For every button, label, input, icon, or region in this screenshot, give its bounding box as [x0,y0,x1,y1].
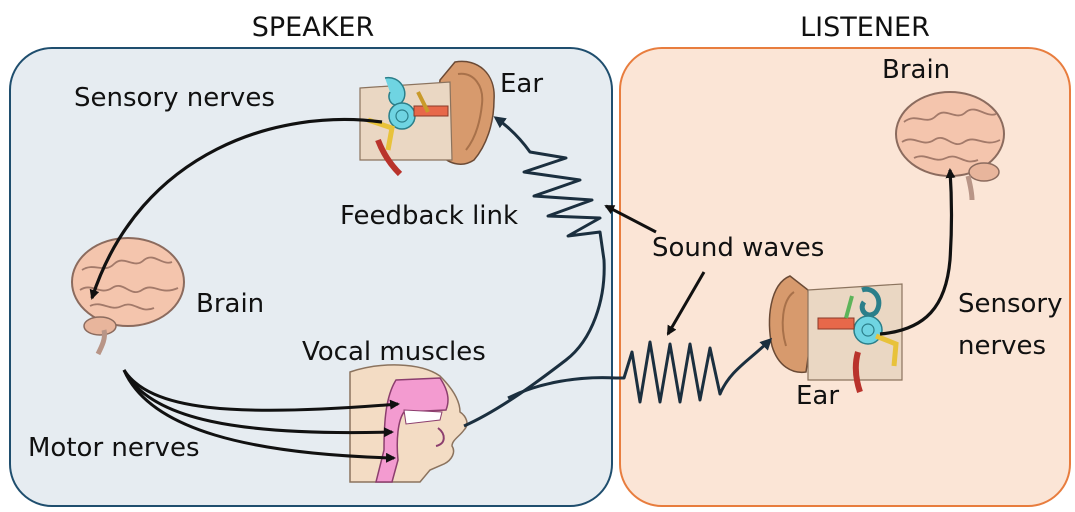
listener-sensory-label-line1: Sensory [958,289,1063,319]
listener-brain-label: Brain [882,55,950,85]
listener-ear-label: Ear [796,381,839,411]
listener-sensory-label-line2: nerves [958,331,1046,361]
speaker-ear-label: Ear [500,69,543,99]
speaker-brain-label: Brain [196,289,264,319]
speaker-title: SPEAKER [252,12,374,43]
motor-nerves-label: Motor nerves [28,433,200,463]
sound-waves-label: Sound waves [652,233,824,263]
feedback-link-label: Feedback link [340,201,518,231]
listener-panel [620,48,1070,506]
listener-title: LISTENER [800,12,930,43]
vocal-muscles-label: Vocal muscles [302,337,486,367]
speaker-sensory-nerves-label: Sensory nerves [74,83,275,113]
